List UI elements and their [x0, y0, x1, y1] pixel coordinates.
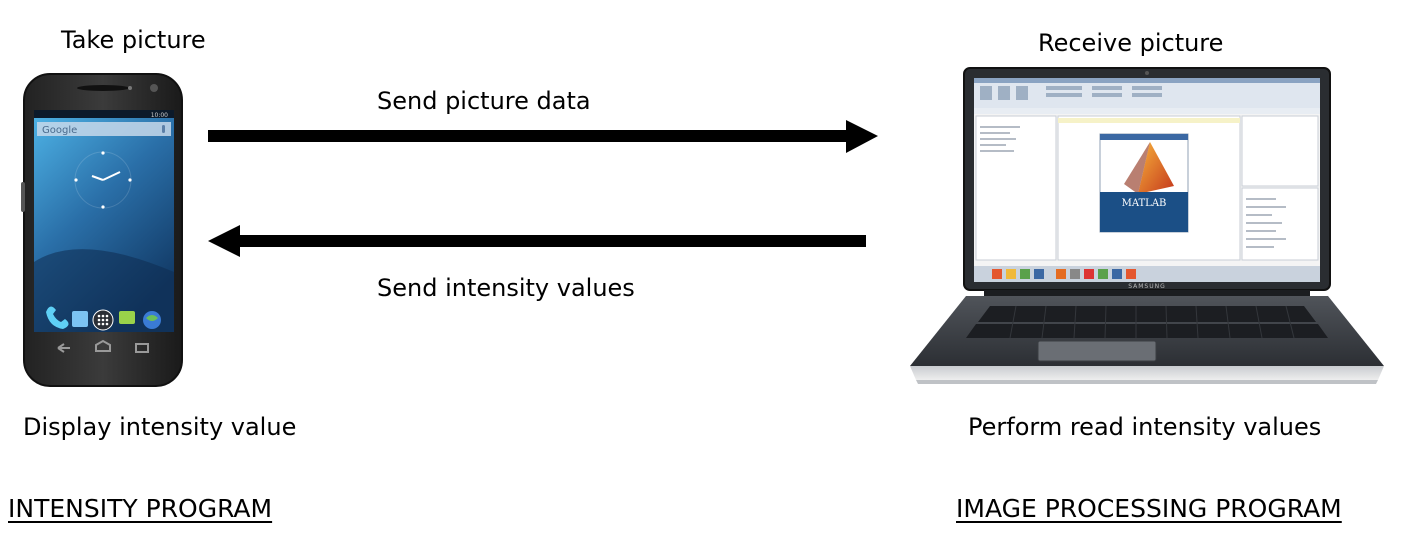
laptop-top-caption: Receive picture: [1038, 29, 1224, 57]
touchpad: [1037, 340, 1157, 362]
phone-nav-icons: [57, 339, 149, 353]
phone-search-label: Google: [42, 125, 77, 136]
arrow-to-phone-label: Send intensity values: [377, 274, 635, 302]
arrow-to-laptop-label: Send picture data: [377, 87, 591, 115]
phone-bottom-caption: Display intensity value: [23, 413, 297, 441]
phone-illustration: 10:00 Google: [21, 73, 183, 387]
phone-top-caption: Take picture: [61, 26, 206, 54]
arrow-to-laptop: [208, 120, 878, 153]
laptop-program-title: IMAGE PROCESSING PROGRAM: [956, 494, 1342, 523]
clock-widget-icon: [74, 151, 132, 209]
phone-program-title: INTENSITY PROGRAM: [8, 494, 273, 523]
phone-clock-text: 10:00: [151, 112, 168, 119]
phone-dock-icons: [46, 306, 161, 331]
laptop-illustration: MATLAB SAMSUNG: [910, 67, 1384, 384]
laptop-brand-label: SAMSUNG: [1128, 283, 1166, 290]
laptop-bottom-caption: Perform read intensity values: [968, 413, 1322, 441]
arrow-to-phone: [208, 225, 866, 257]
matlab-splash-title: MATLAB: [1122, 198, 1167, 209]
